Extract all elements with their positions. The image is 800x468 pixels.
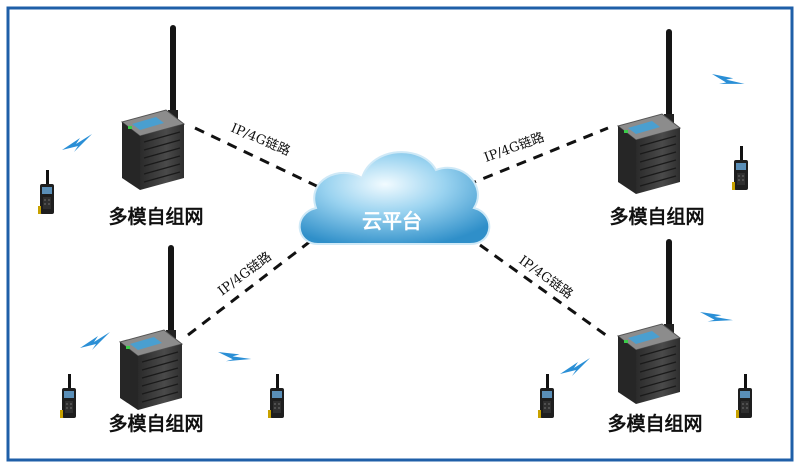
handheld-radio-icon [732,146,748,190]
lightning-signal-icon [698,300,734,334]
handheld-radio-icon [538,374,554,418]
mesh-base-station-icon [617,238,681,405]
lightning-signal-icon [62,134,92,152]
node-label-bottom-right: 多模自组网 [607,412,702,435]
link-label-top-left: IP/4G链路 [228,120,292,159]
handheld-radio-icon [38,170,54,214]
mesh-base-station-icon [617,28,681,195]
mesh-base-station-icon [121,24,185,191]
mesh-base-station-icon [119,244,183,411]
link-line-top-left [194,126,326,192]
handheld-radio-icon [736,374,752,418]
link-line-bottom-right [479,243,611,340]
node-label-top-right: 多模自组网 [609,205,704,228]
node-label-bottom-left: 多模自组网 [108,412,203,435]
cloud-platform-label: 云平台 [362,209,422,233]
lightning-signal-icon [216,339,252,373]
lightning-signal-icon [560,358,590,376]
cloud-icon [298,151,491,245]
handheld-radio-icon [268,374,284,418]
link-label-top-right: IP/4G链路 [482,129,547,166]
handheld-radio-icon [60,374,76,418]
link-line-bottom-left [187,238,313,337]
diagram-frame [6,6,794,462]
node-label-top-left: 多模自组网 [108,205,203,228]
lightning-signal-icon [710,62,745,97]
link-lines [187,126,611,340]
lightning-signal-icon [80,332,110,350]
